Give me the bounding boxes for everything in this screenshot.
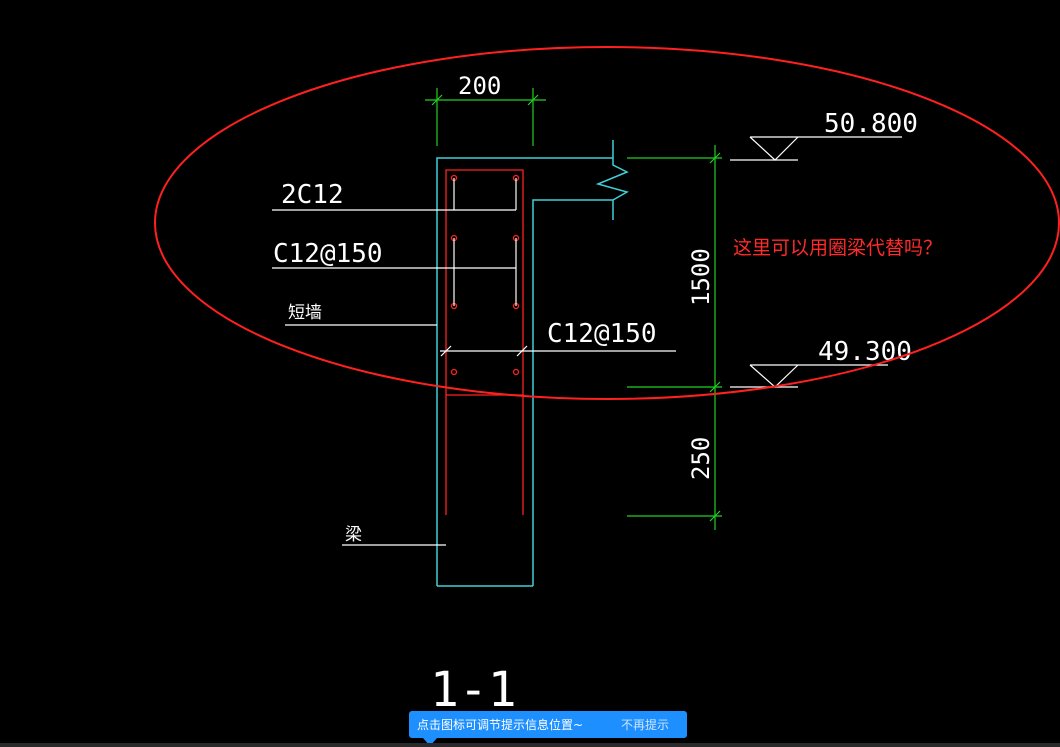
break-line [595, 140, 629, 220]
tip-dismiss-button[interactable]: 不再提示 [620, 718, 669, 732]
dim-width-tick-left [431, 94, 443, 106]
dim-tick-mid [709, 381, 721, 393]
elevation-text-mid: 49.300 [818, 337, 912, 367]
dim-width-text: 200 [458, 72, 501, 100]
leader-lines [272, 178, 676, 546]
dim-width-tick-right [527, 94, 539, 106]
dim-1500-text: 1500 [687, 248, 715, 306]
elevation-triangle-top [749, 136, 799, 161]
dim-tick-bottom [709, 510, 721, 522]
tip-bar[interactable]: 点击图标可调节提示信息位置~ 不再提示 [409, 711, 687, 746]
leader-c12-tick-right [516, 345, 528, 357]
bottom-strip [0, 743, 1060, 747]
rebar-dot [512, 368, 520, 376]
outline-left-top [436, 157, 613, 586]
rebar-stirrup [445, 169, 524, 515]
dimension-lines [425, 88, 722, 530]
label-c12-150-right: C12@150 [547, 319, 657, 349]
leader-c12-tick-left [440, 345, 452, 357]
section-title: 1-1 [430, 662, 517, 718]
annotation-ellipse [154, 46, 1060, 400]
label-c12-150-left: C12@150 [273, 239, 383, 269]
rebar-cage [445, 169, 524, 515]
dim-tick-top [709, 152, 721, 164]
dim-250-text: 250 [687, 437, 715, 480]
rebar-dot [450, 368, 458, 376]
outline-right [532, 199, 613, 586]
concrete-outline [436, 140, 629, 587]
label-2c12: 2C12 [281, 180, 344, 210]
label-beam: 梁 [345, 525, 362, 545]
label-short-wall: 短墙 [288, 303, 322, 323]
elevation-text-top: 50.800 [824, 109, 918, 139]
elevation-marker-top [730, 136, 902, 161]
tip-message[interactable]: 点击图标可调节提示信息位置~ [417, 718, 584, 732]
question-note: 这里可以用圈梁代替吗？ [733, 237, 942, 259]
